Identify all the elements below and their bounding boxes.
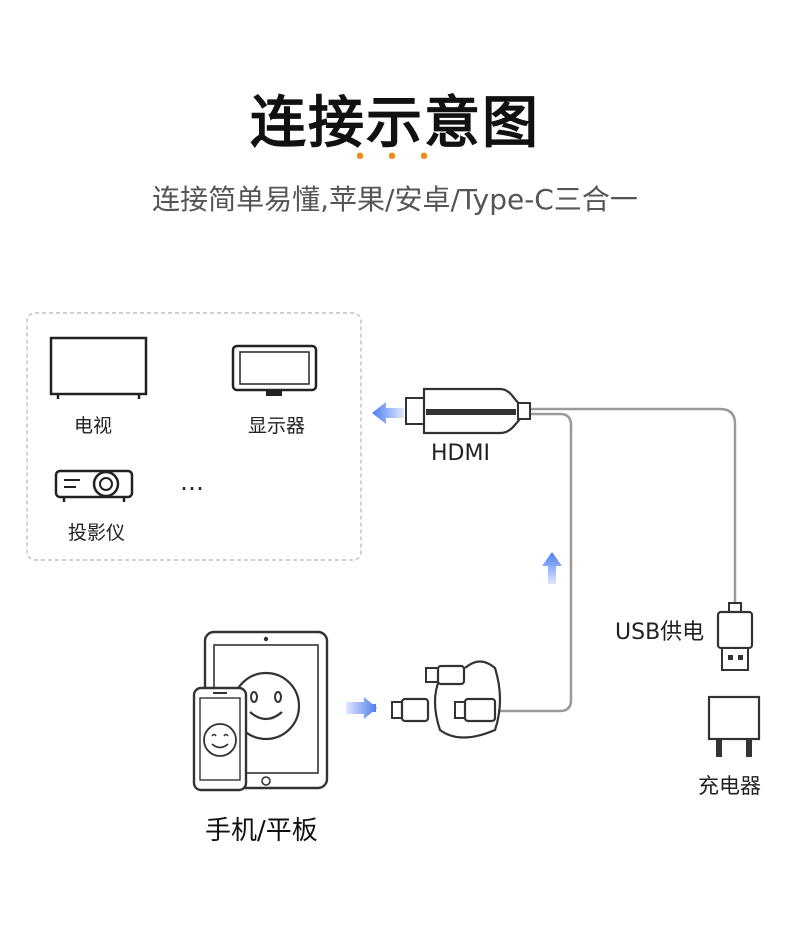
arrow-up xyxy=(542,552,562,584)
more-devices-ellipsis: … xyxy=(180,468,204,496)
tv-label: 电视 xyxy=(74,415,113,437)
usb-plug-icon xyxy=(716,602,754,671)
monitor-icon xyxy=(231,344,318,396)
charger-icon xyxy=(707,695,761,757)
projector-label: 投影仪 xyxy=(68,522,126,544)
phone-tablet-label: 手机/平板 xyxy=(205,816,318,846)
projector-icon xyxy=(54,469,134,502)
hdmi-adapter xyxy=(405,387,531,435)
monitor-label: 显示器 xyxy=(248,415,306,437)
arrow-to-cable-head xyxy=(346,697,377,719)
arrow-to-display xyxy=(372,402,404,424)
charger-label: 充电器 xyxy=(698,774,761,798)
diagram-subtitle: 连接简单易懂,苹果/安卓/Type-C三合一 xyxy=(152,183,638,216)
diagram-title: 连接示意图 xyxy=(250,91,540,156)
usb-power-cable xyxy=(530,407,737,604)
phone-icon xyxy=(192,686,248,792)
three-in-one-connector xyxy=(391,660,502,739)
title-dots: • • • xyxy=(353,145,437,170)
tv-icon xyxy=(49,336,148,399)
input-cable xyxy=(498,412,573,713)
usb-power-label: USB供电 xyxy=(615,620,705,645)
hdmi-label: HDMI xyxy=(431,441,490,466)
